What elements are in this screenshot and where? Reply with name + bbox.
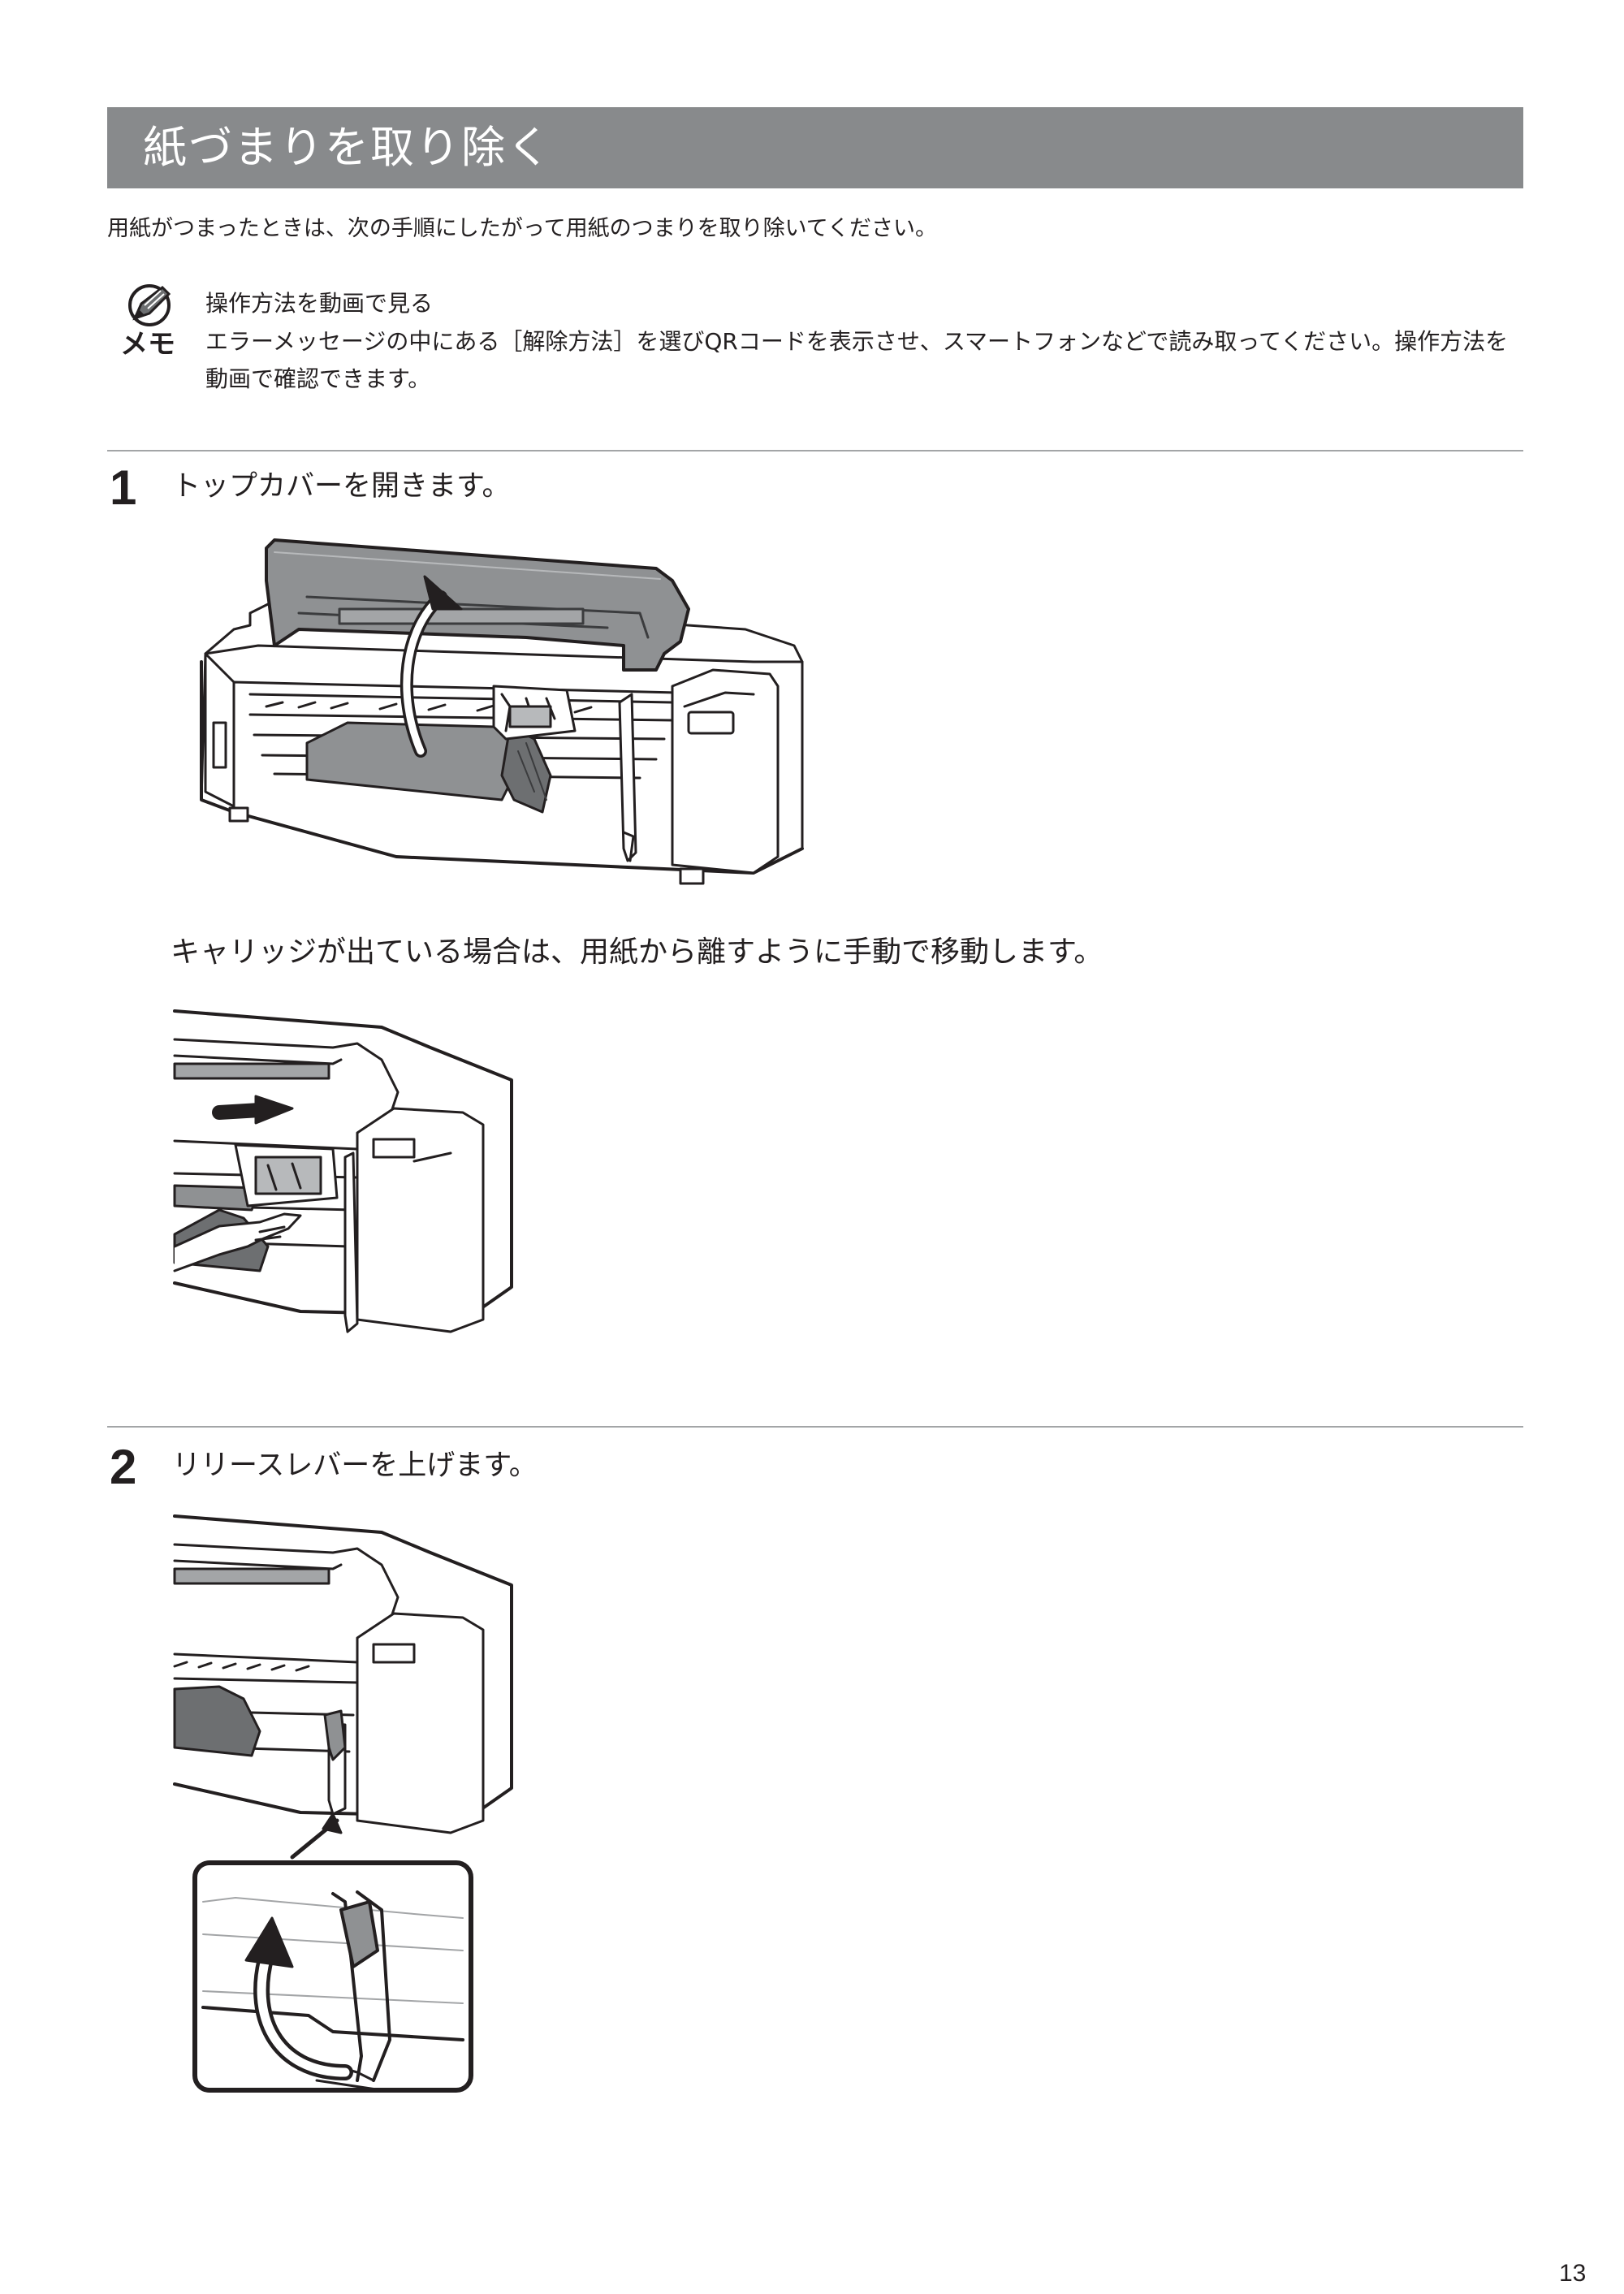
page-number: 13 [1559,2260,1587,2287]
step-2-text: リリースレバーを上げます。 [172,1449,538,1482]
section-title: 紙づまりを取り除く [143,122,552,173]
step-1-number: 1 [110,460,137,515]
memo-pencil-icon [128,284,171,326]
step-1-text: トップカバーを開きます。 [172,470,511,503]
memo-title: 操作方法を動画で見る [205,290,434,317]
step-2-number: 2 [110,1440,137,1494]
printer-top-cover-open-illustration [200,538,804,885]
memo-body: エラーメッセージの中にある［解除方法］を選びQRコードを表示させ、スマートフォン… [205,328,1509,392]
memo-label: メモ [120,328,175,361]
intro-text: 用紙がつまったときは、次の手順にしたがって用紙のつまりを取り除いてください。 [107,216,937,241]
section-title-bar: 紙づまりを取り除く [107,107,1523,188]
carriage-move-illustration [173,1009,513,1333]
release-lever-illustration [173,1514,513,2093]
step-1-sub-text: キャリッジが出ている場合は、用紙から離すように手動で移動します。 [171,935,1104,969]
step-1-divider [107,450,1523,451]
step-2-divider [107,1426,1523,1428]
